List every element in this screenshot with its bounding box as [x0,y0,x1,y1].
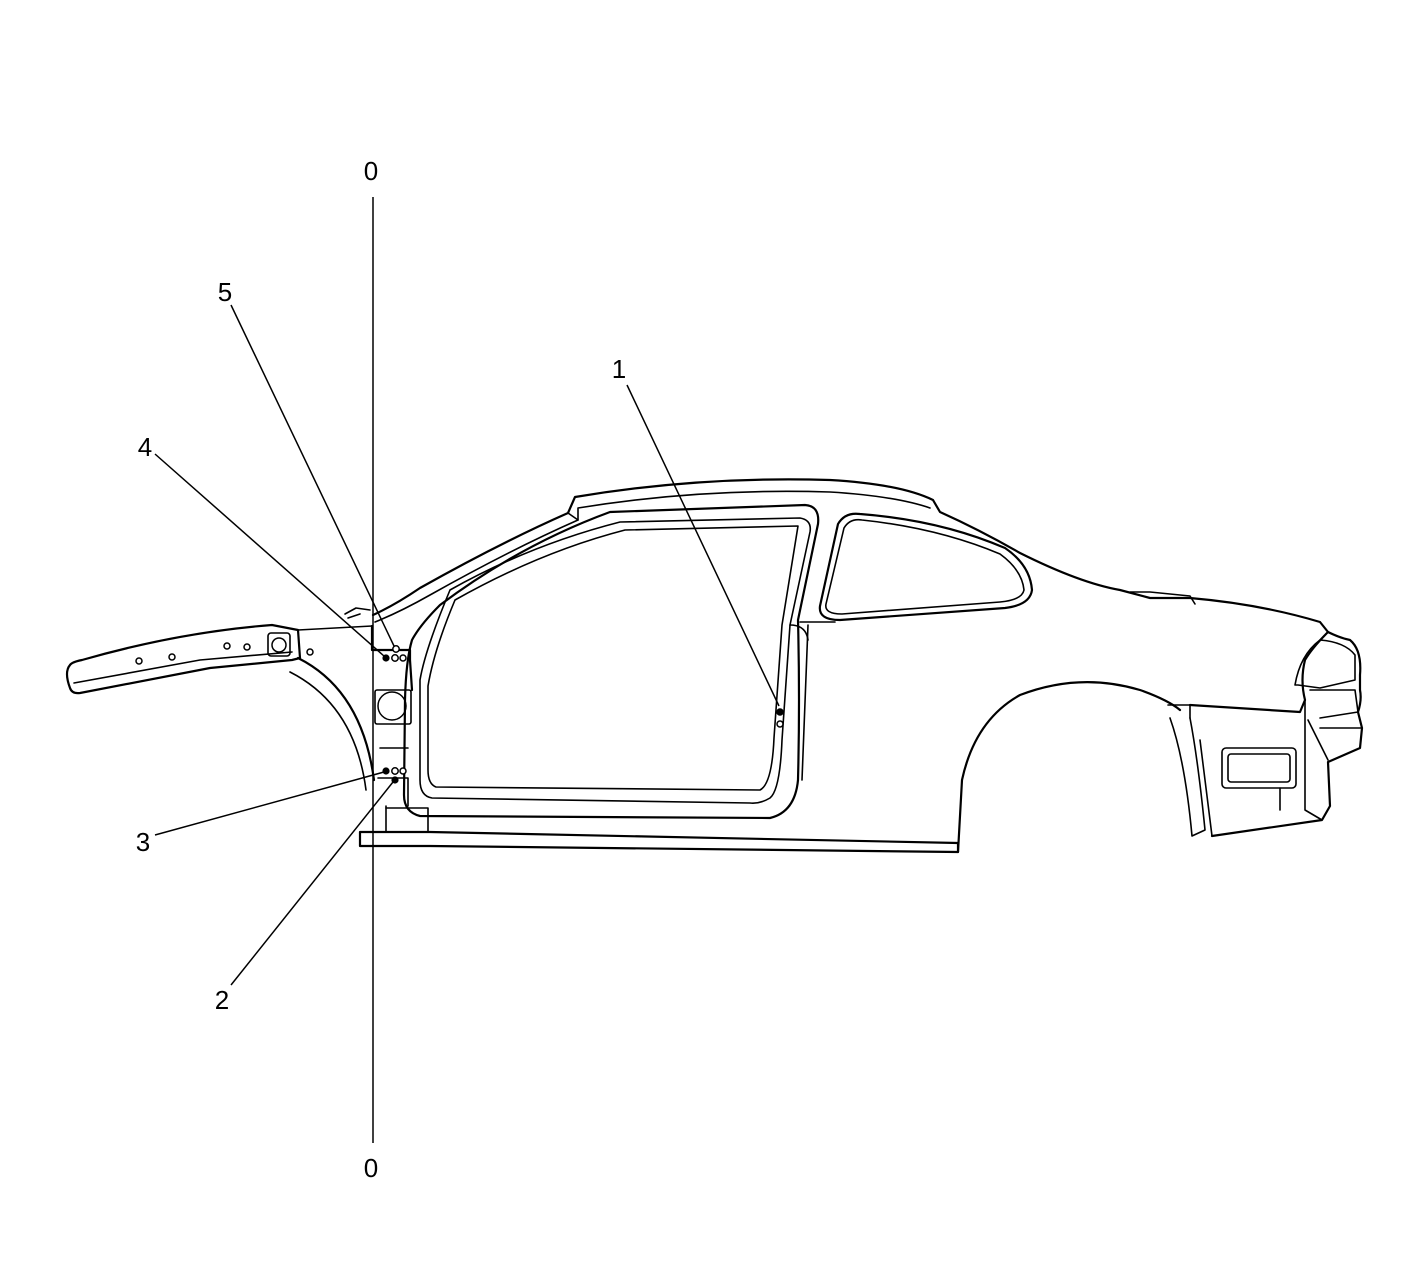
callout-4-label: 4 [138,432,152,462]
callout-1-leader [626,384,780,707]
callout-5: 5 [218,277,395,647]
zero-label-bottom: 0 [364,1153,378,1183]
reference-holes [382,645,784,784]
front-door-opening [402,503,820,820]
reference-hole-1 [776,708,784,716]
callout-3-leader [154,771,385,836]
callout-1-label: 1 [612,354,626,384]
reference-hole-5 [392,645,400,653]
callout-2: 2 [215,781,394,1015]
roof-outer [371,478,1330,634]
callout-1: 1 [612,354,780,707]
callout-4-leader [154,453,385,657]
callout-3-label: 3 [136,827,150,857]
rear-tail [1188,630,1364,838]
reference-hole-2 [391,776,399,784]
callout-2-leader [230,781,394,986]
rocker-panel [358,830,960,854]
callout-4: 4 [138,432,385,657]
callout-5-label: 5 [218,277,232,307]
reference-hole-4 [382,654,390,662]
rear-wheel-arch [956,681,1182,854]
zero-label-top: 0 [364,156,378,186]
front-fender-rail [65,623,302,695]
tail-lamp-pocket [1221,747,1297,789]
front-wheel-arch [296,656,376,782]
callout-3: 3 [136,771,385,857]
callout-5-leader [230,304,395,647]
reference-hole-3 [382,767,390,775]
car-body-side [65,478,1364,854]
callout-2-label: 2 [215,985,229,1015]
rear-quarter-window [818,512,1034,622]
